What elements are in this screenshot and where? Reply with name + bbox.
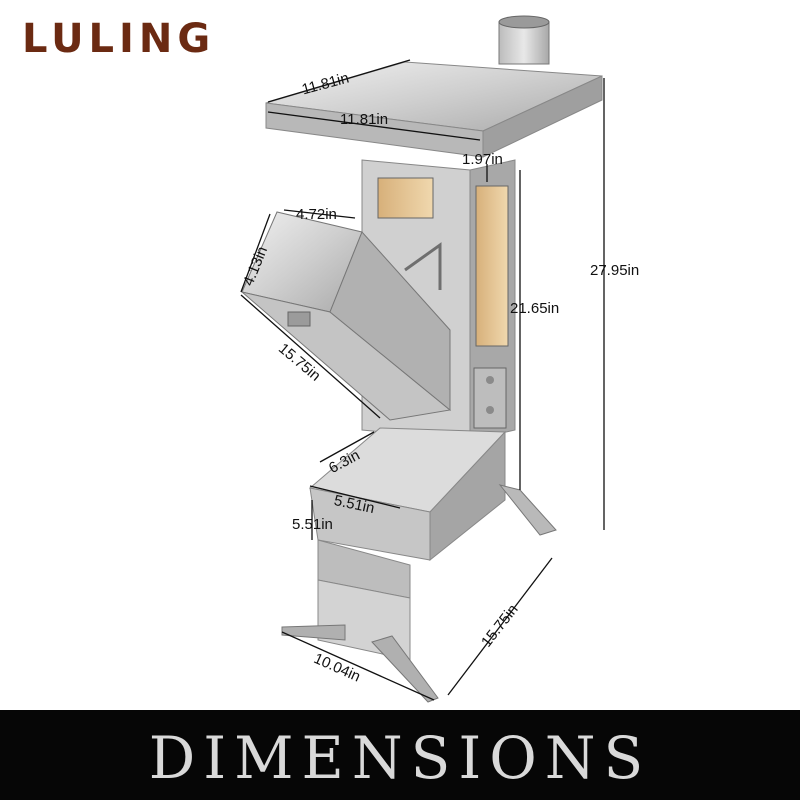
footer-title: DIMENSIONS (148, 724, 652, 792)
brand-logo: LULING (22, 16, 216, 62)
feed-hopper (241, 211, 452, 421)
base-legs (281, 484, 557, 703)
product-photo: 11.81in 11.81in 1.97in 27.95in 21.65in 4… (240, 15, 640, 703)
dimension-lines (240, 59, 605, 701)
chimney (498, 15, 550, 65)
label-total-height: 27.95in (590, 262, 640, 279)
label-ash-box-height: 5.51in (292, 516, 333, 533)
label-top-width: 11.81in (340, 111, 389, 128)
footer-banner: DIMENSIONS (0, 710, 800, 800)
rocket-stove-illustration (240, 15, 605, 703)
label-top-thickness: 1.97in (462, 151, 503, 168)
top-plate (265, 61, 603, 158)
label-hopper-width: 4.72in (296, 206, 337, 223)
label-body-height: 21.65in (510, 300, 560, 317)
ash-box (308, 427, 507, 599)
